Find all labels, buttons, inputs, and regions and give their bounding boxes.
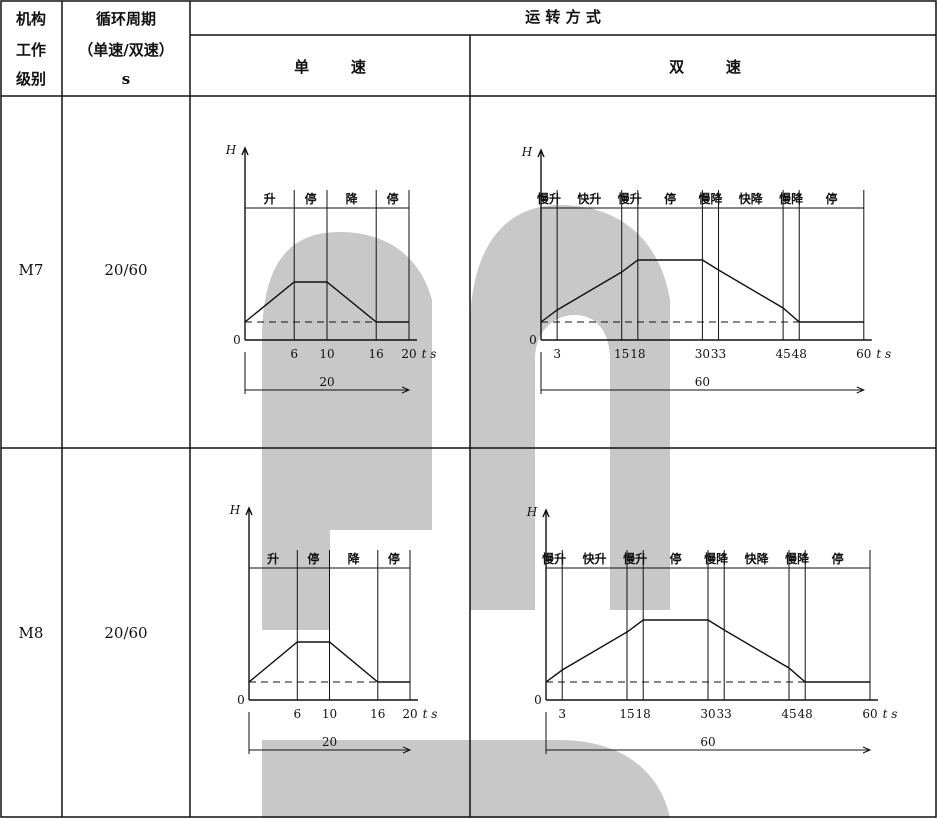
h-axis-arrow [241,146,249,156]
m8-single-speed-diagram: H 0 t s 升 停 降 停 6 10 16 20 20 [229,503,438,754]
period-arrow [862,746,872,754]
time-tick-label: 6 [293,707,301,721]
phase-label: 停 [307,551,319,566]
height-profile-line [248,641,410,683]
header-level-line-1: 机构 [16,10,46,28]
phase-label: 慢升 [542,551,566,566]
phase-label: 降 [348,551,361,566]
phase-label: 慢升 [537,191,561,206]
row-m8-level: M8 [19,624,44,642]
time-tick-label: 3 [553,347,561,361]
h-axis-arrow [245,506,253,516]
t-axis-label: t s [876,347,891,361]
period-arrow [856,386,866,394]
period-arrow [401,386,411,394]
phase-label: 慢降 [785,551,810,566]
header-double-speed: 双 速 [669,58,741,76]
phase-label: 快升 [577,191,601,206]
phase-label: 停 [826,191,838,206]
time-tick-label: 10 [322,707,337,721]
time-tick-label: 20 [401,347,416,361]
header-level: 机构 工作 级别 [16,10,46,88]
period-arrow [402,746,412,754]
time-tick-label: 18 [630,347,645,361]
header-single-speed: 单 速 [294,58,366,76]
header-cycle-line-3: s [122,70,130,88]
row-m7-level: M7 [19,261,44,279]
header-operation-mode: 运 转 方 式 [525,8,601,26]
time-tick-label: 45 [781,707,796,721]
header-cycle-line-1: 循环周期 [96,10,156,28]
phase-label: 升 [267,551,279,566]
phase-label: 快升 [583,551,607,566]
phase-label: 停 [670,551,682,566]
phase-label: 快降 [739,191,764,206]
time-tick-label: 3 [558,707,566,721]
time-tick-label: 30 [695,347,710,361]
h-axis-label: H [229,503,241,517]
period-label: 60 [695,375,710,389]
origin-label: 0 [534,693,542,707]
period-label: 20 [322,735,337,749]
phase-label: 慢降 [779,191,804,206]
h-axis-arrow [542,508,550,518]
phase-label: 慢降 [704,551,729,566]
time-tick-label: 15 [614,347,629,361]
phase-label: 停 [388,551,400,566]
h-axis-label: H [526,505,538,519]
time-tick-label: 33 [717,707,732,721]
t-axis-label: t s [883,707,898,721]
origin-label: 0 [529,333,537,347]
time-tick-label: 18 [636,707,651,721]
m7-single-speed-diagram: H 0 t s 升 停 降 停 6 10 16 20 20 [225,143,437,394]
time-tick-label: 30 [700,707,715,721]
h-axis-label: H [225,143,237,157]
time-tick-label: 45 [775,347,790,361]
time-tick-label: 60 [856,347,871,361]
phase-label: 慢降 [698,191,723,206]
row-m7-cycle: 20/60 [104,261,147,279]
h-axis-arrow [537,148,545,158]
origin-label: 0 [233,333,241,347]
origin-label: 0 [237,693,245,707]
time-tick-label: 16 [369,347,384,361]
time-tick-label: 6 [290,347,298,361]
time-tick-label: 48 [798,707,813,721]
time-tick-label: 33 [711,347,726,361]
t-axis-label: t s [423,707,438,721]
period-label: 20 [319,375,334,389]
t-axis-label: t s [422,347,437,361]
row-m8-cycle: 20/60 [104,624,147,642]
period-label: 60 [700,735,715,749]
height-profile-line [540,259,864,323]
time-tick-label: 20 [402,707,417,721]
phase-label: 降 [346,191,359,206]
time-tick-label: 15 [619,707,634,721]
header-level-line-3: 级别 [16,70,46,88]
phase-label: 慢升 [623,551,647,566]
phase-label: 停 [305,191,317,206]
height-profile-line [545,619,870,683]
header-cycle: 循环周期 （单速/双速） s [78,10,173,88]
phase-label: 停 [664,191,676,206]
time-tick-label: 16 [370,707,385,721]
header-level-line-2: 工作 [16,41,46,59]
time-tick-label: 10 [319,347,334,361]
time-tick-label: 60 [862,707,877,721]
phase-label: 停 [832,551,844,566]
height-profile-line [244,281,409,323]
phase-label: 慢升 [618,191,642,206]
h-axis-label: H [521,145,533,159]
header-cycle-line-2: （单速/双速） [78,41,173,59]
phase-label: 快降 [745,551,770,566]
phase-label: 升 [264,191,276,206]
phase-label: 停 [387,191,399,206]
watermark-shape [262,205,670,818]
time-tick-label: 48 [792,347,807,361]
